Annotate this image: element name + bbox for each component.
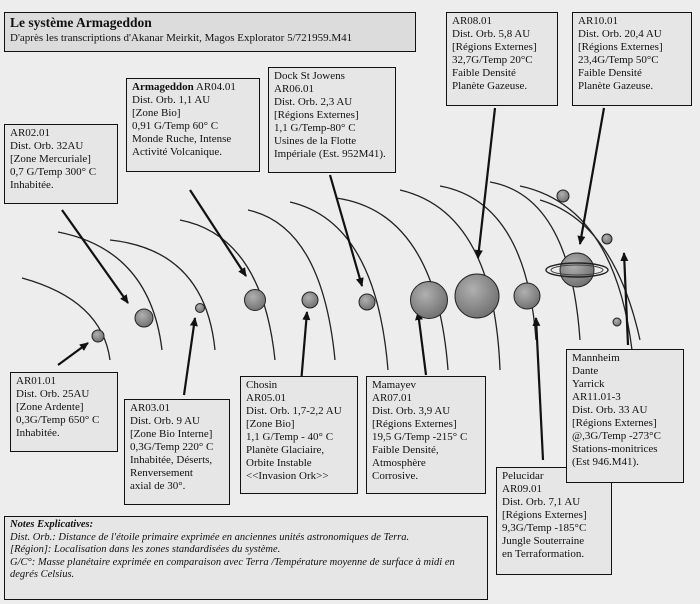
- planet-ring-inner: [550, 264, 604, 276]
- pointer-arrow: [415, 311, 428, 376]
- planet: [244, 289, 266, 311]
- planet: [91, 329, 105, 343]
- note-line: [Région]: Localisation dans les zones st…: [10, 544, 281, 555]
- planet-ring: [545, 262, 609, 278]
- pointer-arrow: [532, 317, 545, 461]
- planets: [91, 189, 622, 343]
- page-subtitle: D'après les transcriptions d'Akanar Meir…: [10, 32, 353, 44]
- title-box: Le système Armageddon D'après les transc…: [4, 12, 416, 52]
- planet: [410, 281, 448, 319]
- pointer-arrow: [620, 252, 630, 346]
- orbit-arc: [399, 189, 501, 371]
- planet: [454, 273, 500, 319]
- orbit-arc: [539, 199, 641, 341]
- planet: [612, 317, 622, 327]
- pointer-arrow: [474, 107, 497, 259]
- planet: [513, 282, 541, 310]
- pointer-arrow: [328, 174, 364, 287]
- notes-box: Notes Explicatives: Dist. Orb.: Distance…: [4, 516, 488, 600]
- pointer-arrow: [577, 107, 606, 245]
- orbit-arc: [489, 181, 581, 341]
- planet-ringed: [559, 252, 595, 288]
- planet: [195, 303, 205, 313]
- planet: [134, 308, 154, 328]
- pointer-arrow: [57, 342, 89, 366]
- pointer-arrow: [182, 317, 198, 396]
- orbit-arc: [335, 197, 449, 371]
- note-line: G/C°: Masse planétaire exprimée en compa…: [10, 556, 455, 581]
- info-box-ar04: Armageddon AR04.01 Dist. Orb. 1,1 AU[Zon…: [126, 78, 260, 172]
- planet: [358, 293, 376, 311]
- orbit-arc: [289, 201, 389, 371]
- planet-name-armageddon: Armageddon: [132, 81, 194, 93]
- planet: [601, 233, 613, 245]
- orbit-lines: [21, 181, 641, 371]
- orbit-arc: [179, 219, 276, 361]
- pointer-arrows: [57, 107, 630, 461]
- orbit-arc: [247, 209, 336, 361]
- orbit-arc: [21, 277, 111, 361]
- planet: [556, 189, 570, 203]
- pointer-arrow: [61, 209, 129, 304]
- note-line: Dist. Orb.: Distance de l'étoile primair…: [10, 531, 410, 543]
- planet: [301, 291, 319, 309]
- notes-title: Notes Explicatives:: [10, 519, 94, 530]
- page-title: Le système Armageddon: [10, 15, 152, 30]
- pointer-arrow: [189, 189, 247, 277]
- orbit-arc: [439, 185, 537, 341]
- orbit-arc: [109, 239, 216, 351]
- orbit-arc: [57, 231, 163, 351]
